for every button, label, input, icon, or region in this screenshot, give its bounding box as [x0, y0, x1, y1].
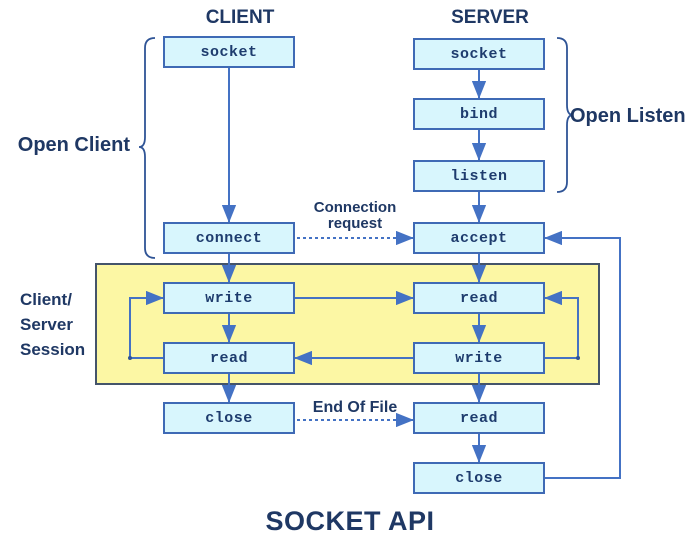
session-label: Client/ Server Session — [20, 287, 85, 362]
server-socket-box: socket — [413, 38, 545, 70]
client-write-box: write — [163, 282, 295, 314]
client-column-title: CLIENT — [205, 7, 275, 28]
arrow-server-write-read-loop — [544, 290, 579, 359]
client-read-box: read — [163, 342, 295, 374]
server-accept-box: accept — [413, 222, 545, 254]
client-connect-box: connect — [163, 222, 295, 254]
client-close-box: close — [163, 402, 295, 434]
diagram-title: SOCKET API — [265, 506, 435, 536]
open-client-label: Open Client — [17, 134, 130, 156]
connection-request-line2: request — [327, 215, 383, 232]
session-label-line3: Session — [20, 340, 86, 359]
open-listen-brace — [556, 37, 574, 193]
server-read2-box: read — [413, 402, 545, 434]
session-label-line2: Server — [20, 315, 73, 334]
open-client-brace — [138, 37, 156, 259]
junction-dot-client-loop — [128, 356, 132, 360]
junction-dot-server-loop — [576, 356, 580, 360]
connection-request-label: Connection request — [294, 200, 416, 232]
client-socket-box: socket — [163, 36, 295, 68]
arrow-server-close-to-accept-loop — [544, 230, 621, 479]
server-listen-box: listen — [413, 160, 545, 192]
server-read-box: read — [413, 282, 545, 314]
server-write-box: write — [413, 342, 545, 374]
server-bind-box: bind — [413, 98, 545, 130]
server-column-title: SERVER — [451, 7, 529, 28]
connection-request-line1: Connection — [313, 199, 397, 216]
open-listen-label: Open Listen — [570, 105, 686, 127]
session-label-line1: Client/ — [20, 290, 72, 309]
arrow-client-read-write-loop — [129, 290, 164, 359]
server-close-box: close — [413, 462, 545, 494]
end-of-file-label: End Of File — [312, 399, 398, 416]
